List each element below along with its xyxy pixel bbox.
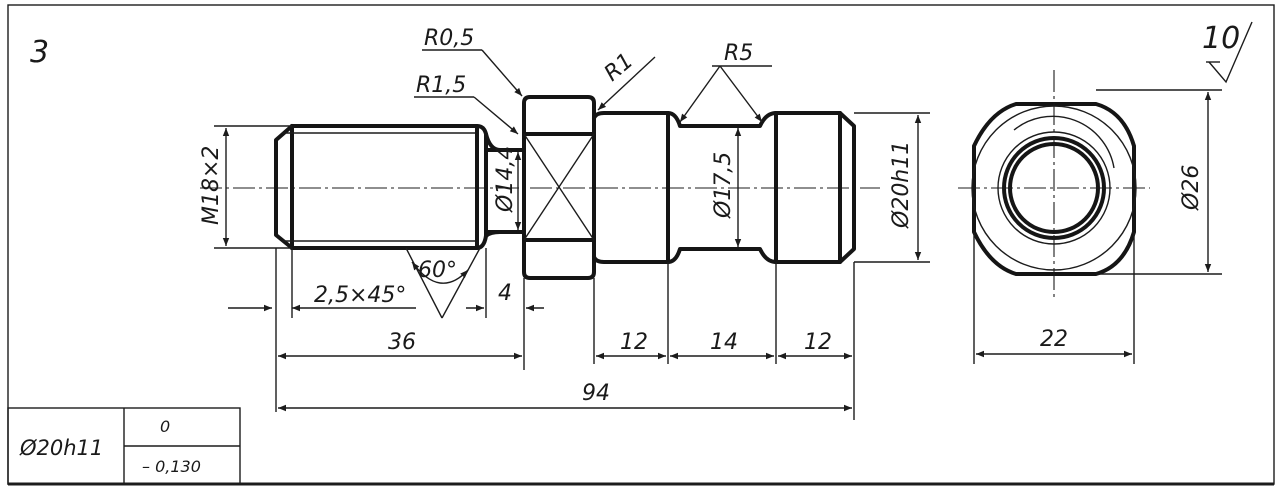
thread-label: M18×2 bbox=[199, 146, 224, 225]
r15-leader bbox=[473, 96, 519, 135]
r15-label: R1,5 bbox=[416, 73, 466, 98]
dia-20-label: Ø20h11 bbox=[889, 141, 914, 229]
len-36-label: 36 bbox=[388, 330, 416, 355]
side-view-dimensions: Ø26 22 bbox=[973, 89, 1222, 364]
sheet-frame bbox=[7, 4, 1275, 485]
chamfer-label: 2,5×45° bbox=[314, 283, 406, 308]
roughness-symbol bbox=[1206, 21, 1253, 84]
thread-arc bbox=[1013, 115, 1115, 169]
len-4-label: 4 bbox=[498, 281, 512, 306]
side-view bbox=[958, 70, 1150, 300]
angle-arc bbox=[411, 261, 469, 284]
tolerance-designation: Ø20h11 bbox=[19, 436, 103, 460]
groove-bottom bbox=[666, 247, 778, 264]
len-12b-label: 12 bbox=[804, 330, 832, 355]
width-22-label: 22 bbox=[1040, 327, 1068, 352]
lower-deviation: – 0,130 bbox=[142, 457, 201, 476]
undercut-fillet bbox=[484, 132, 502, 238]
shaft-section-2 bbox=[774, 111, 856, 264]
r5-leader-right bbox=[719, 65, 763, 123]
len-14-label: 14 bbox=[710, 330, 738, 355]
r5-label: R5 bbox=[724, 41, 753, 66]
hex-flat-cross-2 bbox=[523, 133, 595, 241]
sheet-number: 3 bbox=[30, 35, 49, 70]
threaded-end-chamfer bbox=[274, 124, 294, 250]
r05-label: R0,5 bbox=[424, 26, 474, 51]
dia-26-label: Ø26 bbox=[1179, 165, 1204, 211]
front-view bbox=[200, 95, 880, 280]
front-view-dimensions: M18×2 Ø14,4 Ø17,5 Ø20h11 R0,5 R1,5 R1 R5 bbox=[199, 26, 930, 420]
hex-collar-outline bbox=[522, 95, 596, 280]
dia-17-label: Ø17,5 bbox=[711, 152, 736, 219]
groove-top bbox=[666, 111, 778, 128]
r5-leader-left bbox=[679, 65, 721, 123]
tolerance-table: Ø20h11 0 – 0,130 bbox=[7, 407, 241, 485]
angle-label: 60° bbox=[418, 258, 457, 283]
threaded-section-outline bbox=[290, 124, 488, 250]
r1-leader bbox=[597, 56, 656, 111]
roughness-value: 10 bbox=[1202, 21, 1240, 56]
dia-14-label: Ø14,4 bbox=[493, 146, 518, 213]
upper-deviation: 0 bbox=[160, 417, 170, 436]
len-94-label: 94 bbox=[582, 381, 610, 406]
r1-label: R1 bbox=[600, 49, 639, 87]
r05-leader bbox=[481, 49, 523, 97]
len-12a-label: 12 bbox=[620, 330, 648, 355]
